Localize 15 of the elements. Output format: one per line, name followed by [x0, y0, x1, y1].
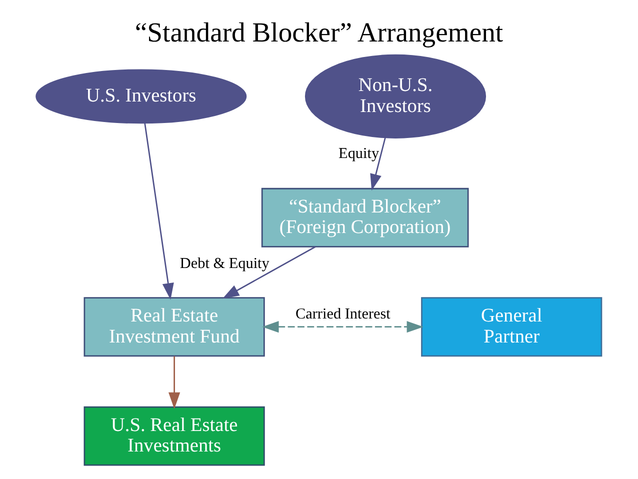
arrow	[222, 246, 316, 299]
node-box: “Standard Blocker” (Foreign Corporation)	[261, 188, 469, 248]
node-box: Real Estate Investment Fund	[84, 297, 265, 357]
arrow	[168, 356, 180, 409]
node-box: U.S. Real Estate Investments	[84, 406, 265, 466]
node-ellipse: Non-U.S. Investors	[304, 54, 486, 138]
edge-label: Carried Interest	[296, 305, 390, 322]
diagram-title: “Standard Blocker” Arrangement	[134, 16, 504, 48]
node-ellipse: U.S. Investors	[36, 69, 247, 124]
node-box: General Partner	[421, 297, 602, 357]
edge-label: Equity	[338, 145, 380, 162]
arrow	[370, 137, 386, 191]
edge-label: Debt & Equity	[180, 254, 270, 272]
arrow	[144, 122, 174, 300]
arrow	[262, 321, 424, 333]
